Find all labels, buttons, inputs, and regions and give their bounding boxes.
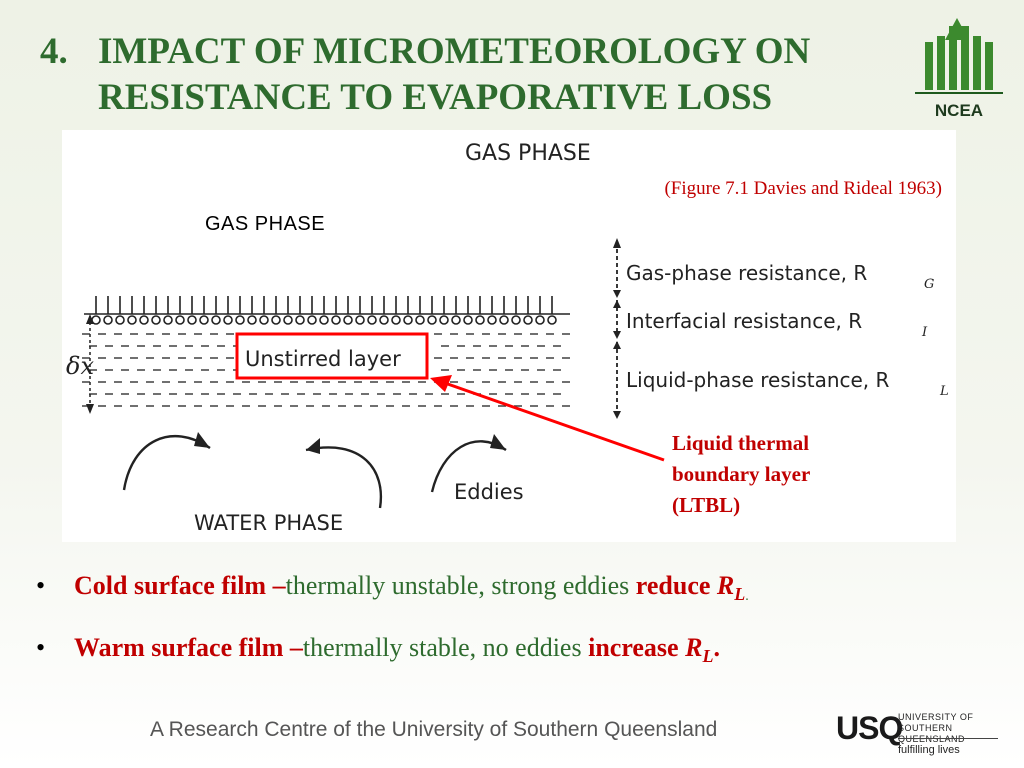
water-phase-label: WATER PHASE (194, 511, 343, 535)
ltbl-annotation: Liquid thermal boundary layer (LTBL) (672, 428, 872, 521)
title-line-2: RESISTANCE TO EVAPORATIVE LOSS (98, 77, 773, 118)
surface-molecules (84, 296, 570, 325)
scan-gas-phase-text: GAS PHASE (465, 141, 591, 166)
usq-logo: USQ UNIVERSITY OF SOUTHERN QUEENSLAND fu… (836, 708, 1016, 758)
footer-text: A Research Centre of the University of S… (150, 718, 718, 741)
bullet-text: thermally unstable, strong eddies (285, 571, 636, 600)
title-line-1: IMPACT OF MICROMETEOROLOGY ON (98, 31, 811, 72)
ltbl-line-3: (LTBL) (672, 493, 741, 517)
bullet-warm-film: • Warm surface film –thermally stable, n… (36, 630, 996, 680)
usq-divider (898, 738, 998, 739)
gas-phase-resistance: Gas-phase resistance, R (626, 261, 867, 285)
bullet-list: • Cold surface film –thermally unstable,… (36, 568, 996, 680)
bullet-text: thermally stable, no eddies (302, 633, 589, 662)
delta-x-label: δx (66, 352, 94, 380)
bullet-emphasis: reduce (635, 571, 717, 600)
title-number: 4. (40, 31, 68, 72)
subscript-l: L (939, 384, 949, 399)
ltbl-pointer-arrow (441, 380, 665, 462)
unstirred-layer-box (235, 332, 429, 380)
bullet-emphasis: increase (588, 633, 686, 662)
eddies-label: Eddies (454, 480, 524, 504)
figure-diagram: GAS PHASE δx Unstirred layer Eddies WATE… (66, 141, 949, 535)
ncea-logo: NCEA (905, 12, 1010, 122)
usq-tagline: fulfilling lives (898, 744, 960, 756)
bullet-dot: • (36, 633, 46, 662)
bullet-bold-term: Cold surface film (74, 571, 267, 600)
usq-mark: USQ (836, 710, 903, 746)
subscript-i: I (921, 325, 928, 340)
bullet-dot: • (36, 571, 46, 600)
liquid-phase-resistance: Liquid-phase resistance, R (626, 368, 890, 392)
unstirred-layer-label: Unstirred layer (245, 347, 401, 371)
usq-name: UNIVERSITY OF SOUTHERN QUEENSLAND (898, 712, 974, 744)
ltbl-line-2: boundary layer (672, 462, 811, 486)
bullet-cold-film: • Cold surface film –thermally unstable,… (36, 568, 996, 618)
ncea-logo-text: NCEA (935, 101, 983, 120)
figure-panel: GAS PHASE δx Unstirred layer Eddies WATE… (62, 130, 956, 542)
liquid-dashes (82, 333, 570, 407)
gas-phase-label: GAS PHASE (205, 213, 326, 235)
ltbl-line-1: Liquid thermal (672, 431, 810, 455)
figure-caption: (Figure 7.1 Davies and Rideal 1963) (664, 178, 942, 199)
bullet-bold-term: Warm surface film (74, 633, 284, 662)
interfacial-resistance: Interfacial resistance, R (626, 309, 862, 333)
subscript-g: G (924, 277, 934, 292)
